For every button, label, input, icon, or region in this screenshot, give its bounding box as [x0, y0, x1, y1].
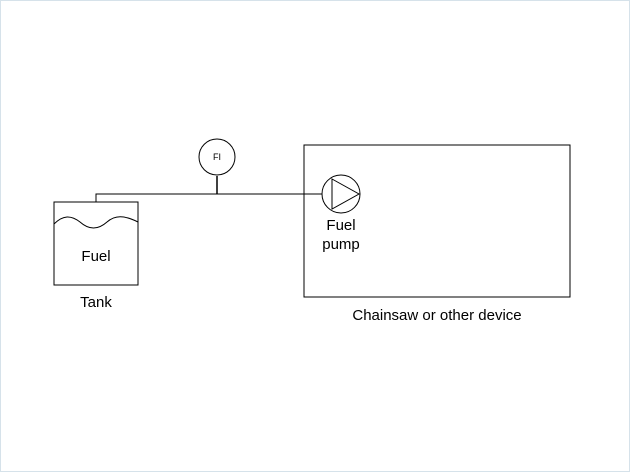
- tank-caption: Tank: [80, 294, 112, 311]
- flow-indicator-label: FI: [213, 152, 221, 162]
- fuel-line: [95, 193, 322, 202]
- pump-label-line1: Fuel: [326, 217, 355, 234]
- tank-body: [53, 201, 139, 286]
- tank-content-label: Fuel: [81, 248, 110, 265]
- flow-indicator-circle: [198, 138, 236, 176]
- fuel-pump: [321, 174, 361, 214]
- device-caption: Chainsaw or other device: [352, 307, 521, 324]
- pump-label-line2: pump: [322, 236, 360, 253]
- device-box: [303, 144, 571, 298]
- fuel-tank: Fuel: [53, 201, 139, 286]
- flow-indicator: FI: [198, 138, 236, 176]
- pump-triangle-icon: [331, 178, 361, 210]
- tank-fuel-level-wave: [53, 216, 139, 229]
